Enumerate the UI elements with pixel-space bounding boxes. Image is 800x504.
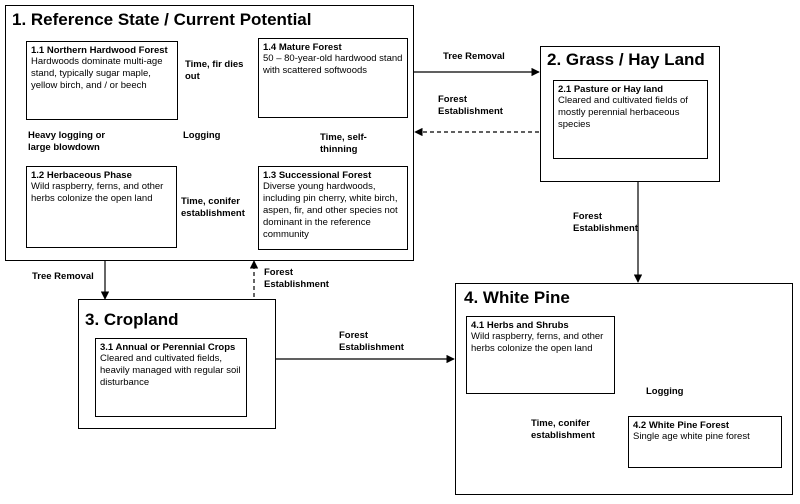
phase-1-3-desc: Diverse young hardwoods, including pin c… [263,181,398,240]
phase-3-1-box: 3.1 Annual or Perennial Crops Cleared an… [95,338,247,417]
phase-1-4-title: 1.4 Mature Forest [263,42,342,53]
phase-1-2-box: 1.2 Herbaceous Phase Wild raspberry, fer… [26,166,177,248]
transition-label-logging-1: Logging [183,130,221,141]
phase-1-4-desc: 50 – 80-year-old hardwood stand with sca… [263,53,403,76]
phase-3-1-desc: Cleared and cultivated fields, heavily m… [100,353,241,388]
transition-label-forest-est-1: Forest Establishment [438,94,503,117]
phase-1-1-desc: Hardwoods dominate multi-age stand, typi… [31,56,163,91]
phase-1-3-title: 1.3 Successional Forest [263,170,372,181]
phase-1-1-box: 1.1 Northern Hardwood Forest Hardwoods d… [26,41,178,120]
transition-label-time-fir-dies: Time, fir dies out [185,59,244,82]
transition-label-time-conifer-1: Time, conifer establishment [181,196,245,219]
phase-4-2-title: 4.2 White Pine Forest [633,420,730,431]
phase-1-4-box: 1.4 Mature Forest 50 – 80-year-old hardw… [258,38,408,118]
transition-label-forest-est-3: Forest Establishment [264,267,329,290]
transition-label-tree-removal-1: Tree Removal [443,51,505,62]
transition-label-forest-est-4: Forest Establishment [339,330,404,353]
phase-4-1-title: 4.1 Herbs and Shrubs [471,320,569,331]
phase-4-1-desc: Wild raspberry, ferns, and other herbs c… [471,331,604,354]
phase-2-1-box: 2.1 Pasture or Hay land Cleared and cult… [553,80,708,159]
phase-1-2-desc: Wild raspberry, ferns, and other herbs c… [31,181,164,204]
phase-2-1-desc: Cleared and cultivated fields of mostly … [558,95,688,130]
transition-label-time-conifer-2: Time, conifer establishment [531,418,595,441]
phase-2-1-title: 2.1 Pasture or Hay land [558,84,664,95]
state-2-title: 2. Grass / Hay Land [547,50,705,69]
transition-label-tree-removal-2: Tree Removal [32,271,94,282]
phase-4-1-box: 4.1 Herbs and Shrubs Wild raspberry, fer… [466,316,615,394]
phase-3-1-title: 3.1 Annual or Perennial Crops [100,342,236,353]
transition-label-forest-est-2: Forest Establishment [573,211,638,234]
phase-1-2-title: 1.2 Herbaceous Phase [31,170,132,181]
phase-1-1-title: 1.1 Northern Hardwood Forest [31,45,168,56]
state-3-title: 3. Cropland [85,310,179,329]
phase-4-2-desc: Single age white pine forest [633,431,750,442]
transition-label-time-self-thinning: Time, self-thinning [320,132,367,155]
phase-4-2-box: 4.2 White Pine Forest Single age white p… [628,416,782,468]
state-4-title: 4. White Pine [464,288,570,307]
transition-label-logging-2: Logging [646,386,684,397]
state-1-title: 1. Reference State / Current Potential [12,10,312,29]
transition-label-heavy-logging: Heavy logging or large blowdown [28,130,106,153]
phase-1-3-box: 1.3 Successional Forest Diverse young ha… [258,166,408,250]
